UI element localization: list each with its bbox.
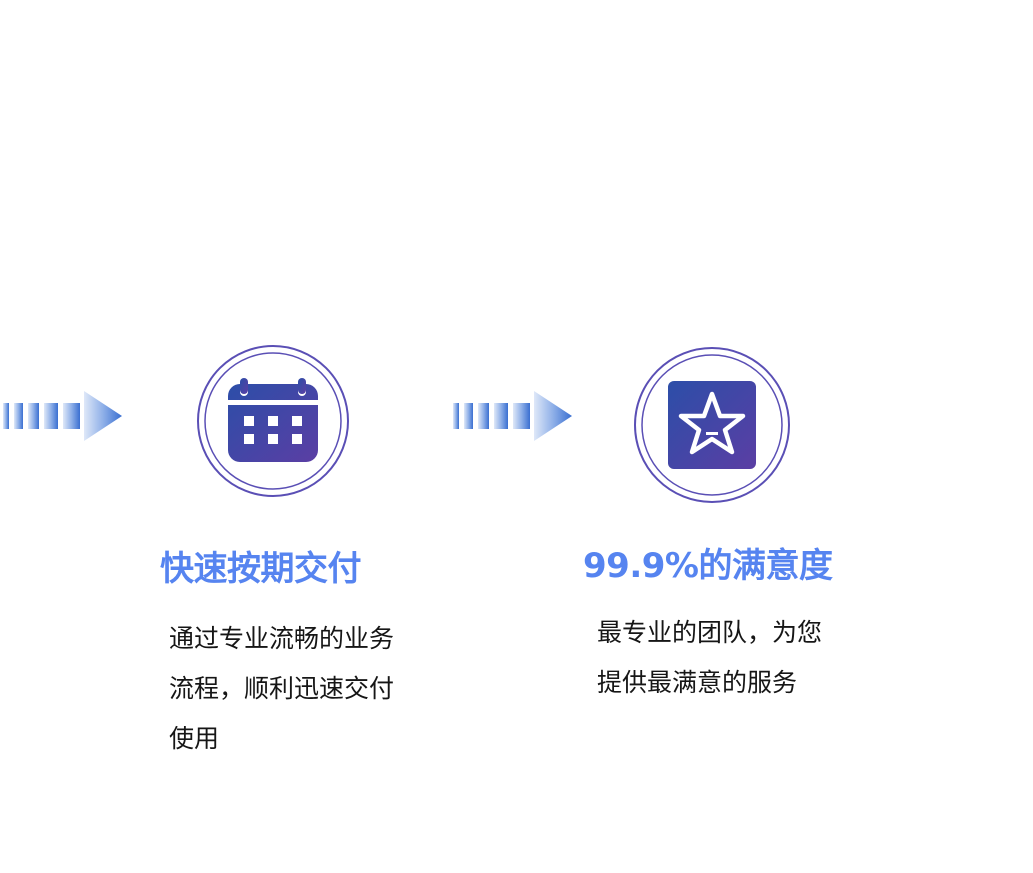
- description-line: 通过专业流畅的业务: [169, 624, 395, 653]
- description-line: 使用: [169, 724, 220, 753]
- step-title-satisfaction: 99.9%的满意度: [583, 546, 833, 586]
- description-line: 提供最满意的服务: [597, 668, 798, 697]
- calendar-icon: [197, 345, 349, 497]
- step-title-fast-delivery: 快速按期交付: [160, 549, 362, 589]
- description-line: 最专业的团队，为您: [597, 618, 823, 647]
- star-icon: [634, 347, 790, 503]
- description-line: 流程，顺利迅速交付: [169, 674, 395, 703]
- step-description-satisfaction: 最专业的团队，为您 提供最满意的服务: [597, 608, 822, 708]
- step-description-fast-delivery: 通过专业流畅的业务 流程，顺利迅速交付 使用: [169, 614, 394, 764]
- arrow-right-icon: [3, 391, 122, 441]
- arrow-right-icon: [453, 391, 572, 441]
